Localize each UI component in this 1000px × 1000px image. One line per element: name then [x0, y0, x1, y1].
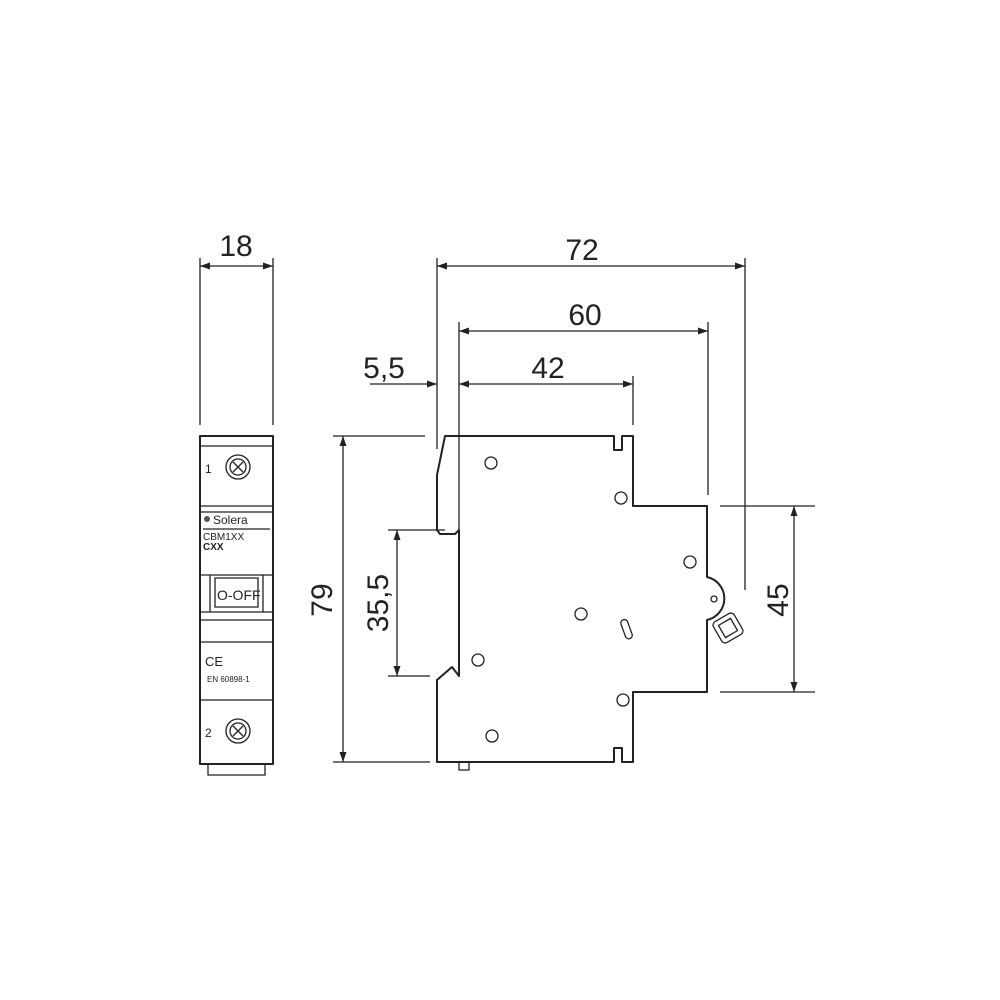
model-code: CBM1XX — [203, 532, 244, 543]
terminal-screw-top-icon — [225, 454, 251, 480]
dim-width-18: 18 — [219, 230, 252, 263]
front-view: 1 2 Solera CBM1XX CXX O-OFF CE EN 60898-… — [199, 435, 274, 776]
side-pin — [458, 762, 470, 771]
toggle-frame — [209, 575, 264, 612]
dim-offset-5-5: 5,5 — [363, 352, 405, 385]
side-view — [436, 435, 744, 771]
terminal-screw-bottom-icon — [225, 718, 251, 744]
ce-mark: CE — [205, 654, 223, 669]
side-body-outline — [436, 435, 726, 763]
front-panel-lines — [200, 445, 273, 776]
toggle-handle-icon — [712, 612, 744, 644]
terminal-label-1: 1 — [205, 462, 212, 476]
standard-text: EN 60898-1 — [207, 675, 250, 684]
dim-depth-42: 42 — [531, 352, 564, 385]
dimension-lines — [199, 258, 815, 763]
dim-depth-60: 60 — [568, 299, 601, 332]
dim-depth-72: 72 — [565, 234, 598, 267]
brand-logo-icon — [204, 516, 210, 522]
rivet-holes — [471, 456, 718, 743]
curve-code: CXX — [203, 542, 224, 553]
dim-front-45: 45 — [762, 583, 795, 616]
terminal-label-2: 2 — [205, 726, 212, 740]
dim-height-79: 79 — [306, 583, 339, 616]
front-body — [199, 435, 274, 765]
dim-rail-35-5: 35,5 — [362, 574, 395, 632]
switch-text: O-OFF — [217, 587, 261, 603]
brand-name: Solera — [213, 513, 248, 527]
